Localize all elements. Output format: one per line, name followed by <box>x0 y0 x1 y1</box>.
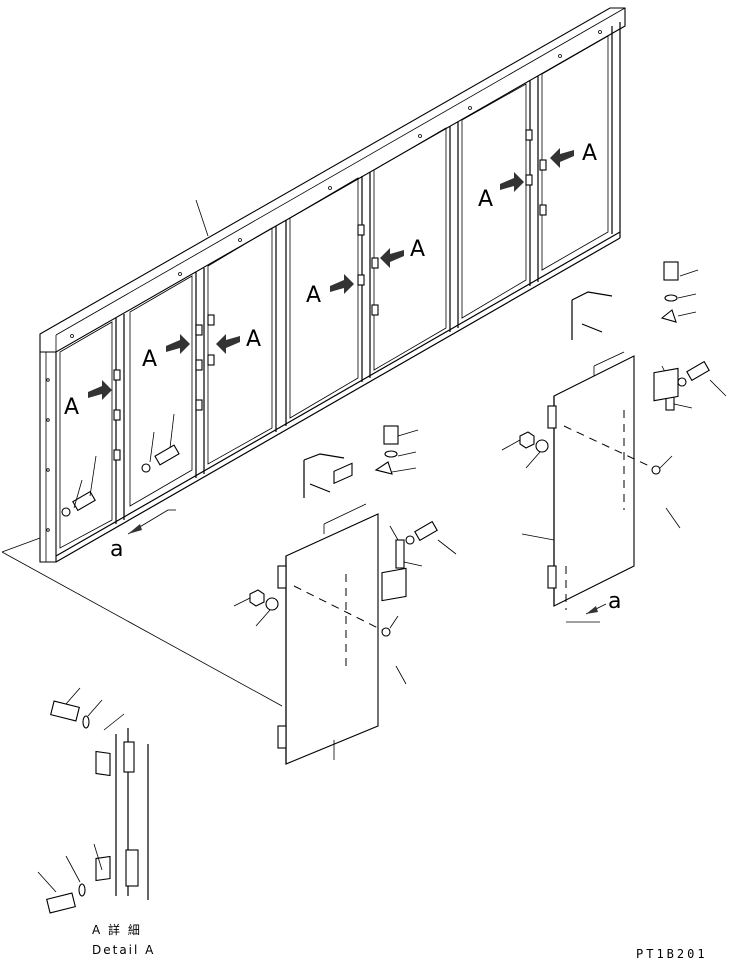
view-mark-a: A <box>64 395 79 420</box>
detail-title-jp: A 詳 細 <box>92 922 142 937</box>
view-arrow-right <box>500 172 524 192</box>
door-panel-middle <box>233 425 457 765</box>
view-mark-a: A <box>410 237 425 262</box>
door-panel-right: a <box>501 261 727 623</box>
cover-frame <box>39 7 626 563</box>
view-mark-a: A <box>582 141 597 166</box>
view-arrow-a-left: a <box>110 509 176 562</box>
frame-bolts <box>61 199 209 517</box>
arrow-ref-a: a <box>110 537 123 562</box>
view-arrow-right <box>88 380 112 400</box>
arrow-ref-a: a <box>608 589 621 614</box>
view-mark-a: A <box>478 187 493 212</box>
view-arrow-right <box>166 334 190 354</box>
drawing-code: PT1B201 <box>636 947 708 961</box>
view-marks: A A A A A A A <box>64 141 597 420</box>
view-arrow-left <box>380 248 404 268</box>
view-mark-a: A <box>246 327 261 352</box>
view-arrow-left <box>216 334 240 354</box>
view-arrow-left <box>550 148 574 168</box>
view-arrow-right <box>330 274 354 294</box>
view-mark-a: A <box>142 347 157 372</box>
detail-a-view: A 詳 細 Detail A <box>37 687 155 957</box>
view-mark-a: A <box>306 283 321 308</box>
detail-title-en: Detail A <box>92 943 155 957</box>
